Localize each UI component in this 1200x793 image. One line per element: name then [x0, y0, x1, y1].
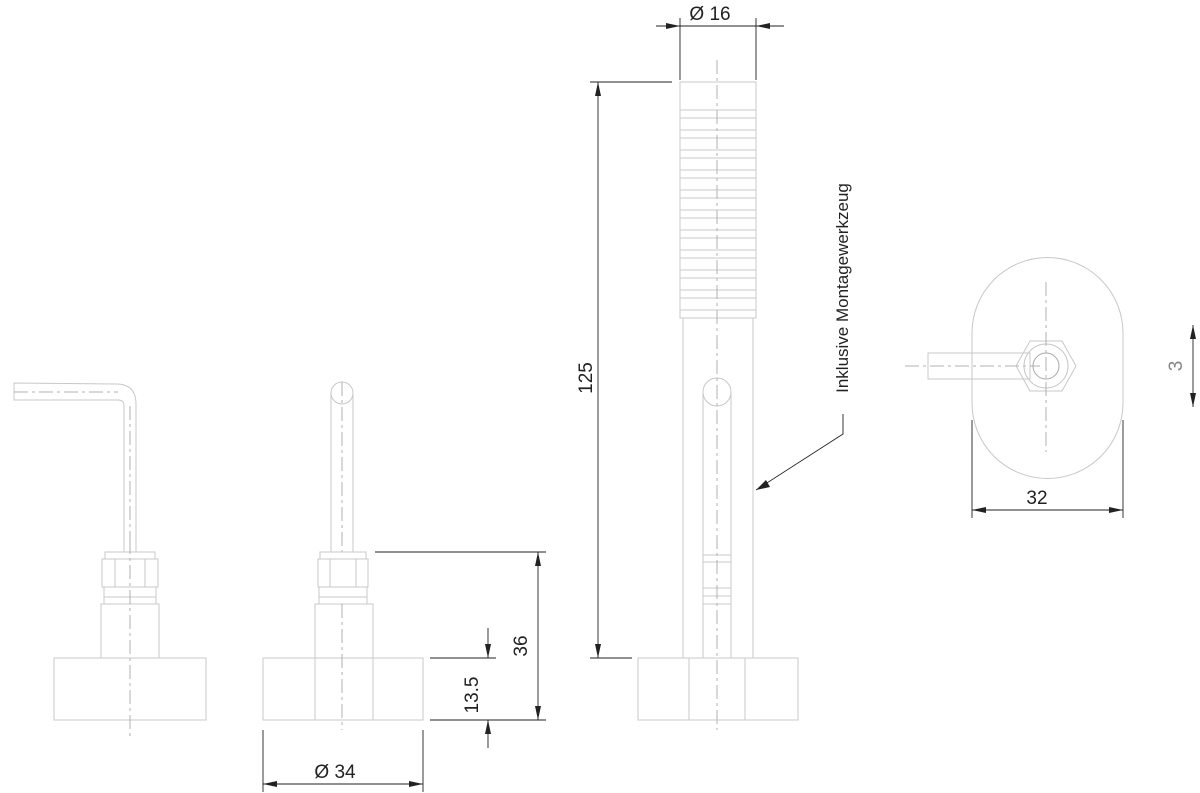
- dimension-label-d16: Ø 16: [689, 4, 730, 25]
- dimension-height-total: 36: [375, 551, 546, 721]
- view-with-assembly-tool: [637, 60, 799, 730]
- view-front: [262, 381, 424, 730]
- dimension-label-13-5: 13.5: [462, 677, 483, 714]
- dimension-diameter-base: Ø 34: [262, 730, 424, 792]
- dimension-length-tool: 125: [576, 81, 672, 659]
- dimension-diameter-tool: Ø 16: [656, 4, 784, 80]
- dimension-hex-size: 3: [1166, 325, 1196, 407]
- dimension-label-32: 32: [1026, 488, 1047, 509]
- dimension-label-d34: Ø 34: [314, 762, 356, 783]
- dimension-label-36: 36: [511, 635, 532, 656]
- note-tool-included: Inklusive Montagewerkzeug: [833, 183, 852, 393]
- view-top: [905, 257, 1124, 479]
- dimension-height-base: 13.5: [430, 628, 496, 748]
- view-side-with-hex-key: [13, 382, 207, 740]
- dimension-label-125: 125: [576, 362, 597, 394]
- leader-note-tool: Inklusive Montagewerkzeug: [755, 183, 852, 491]
- dimension-label-3: 3: [1166, 361, 1187, 372]
- dimension-width-top: 32: [971, 420, 1124, 518]
